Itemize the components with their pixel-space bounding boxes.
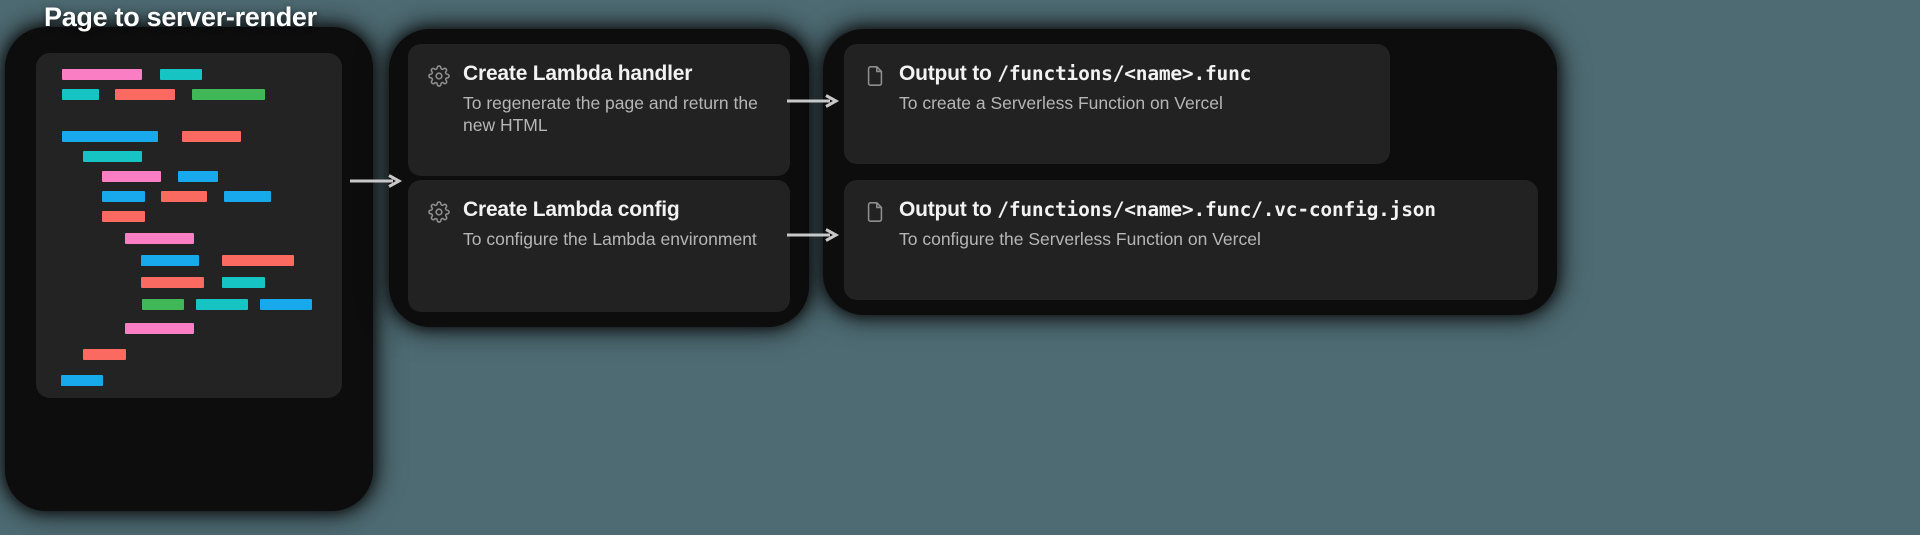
card-subtitle: To create a Serverless Function on Verce… (899, 92, 1223, 113)
card-body: Create Lambda handler To regenerate the … (463, 62, 770, 136)
code-token (178, 171, 218, 182)
gear-icon (428, 201, 450, 223)
code-line (61, 375, 108, 386)
code-token (161, 191, 207, 202)
code-line (102, 191, 276, 202)
code-token (182, 131, 241, 142)
code-token (224, 191, 271, 202)
card-title: Output to /functions/<name>.func/.vc-con… (899, 198, 1518, 223)
code-line (141, 277, 270, 288)
code-token (102, 211, 145, 222)
arrow-handler-to-output (786, 94, 842, 108)
code-line (125, 233, 199, 244)
card-output-functions-func[interactable]: Output to /functions/<name>.func To crea… (844, 44, 1390, 164)
code-token (102, 171, 161, 182)
card-output-vc-config-json[interactable]: Output to /functions/<name>.func/.vc-con… (844, 180, 1538, 300)
arrow-config-to-output (786, 228, 842, 242)
code-token (196, 299, 248, 310)
card-subtitle: To configure the Lambda environment (463, 228, 757, 249)
card-title-prefix: Output to (899, 62, 998, 85)
card-create-lambda-handler[interactable]: Create Lambda handler To regenerate the … (408, 44, 790, 176)
code-token (142, 299, 184, 310)
code-token (125, 323, 194, 334)
code-line (102, 171, 223, 182)
card-body: Output to /functions/<name>.func/.vc-con… (899, 198, 1518, 250)
card-body: Create Lambda config To configure the La… (463, 198, 770, 250)
code-line (141, 255, 299, 266)
code-token (222, 255, 294, 266)
code-token (61, 375, 103, 386)
card-create-lambda-config[interactable]: Create Lambda config To configure the La… (408, 180, 790, 312)
page-title: Page to server-render (44, 2, 317, 32)
code-token (260, 299, 312, 310)
code-token (62, 69, 142, 80)
code-line (62, 69, 207, 80)
gear-icon (428, 65, 450, 87)
code-token (83, 349, 126, 360)
card-title: Create Lambda handler (463, 62, 693, 85)
code-token (83, 151, 142, 162)
file-icon (864, 65, 886, 87)
code-token (125, 233, 194, 244)
code-line (102, 211, 150, 222)
arrow-code-to-steps (349, 174, 405, 188)
code-token (62, 131, 158, 142)
card-title: Create Lambda config (463, 198, 680, 221)
page-source-code-panel (36, 53, 342, 398)
code-token (160, 69, 202, 80)
card-title-prefix: Output to (899, 198, 998, 221)
code-line (62, 89, 270, 100)
code-token (102, 191, 145, 202)
code-line (62, 131, 246, 142)
code-lines (36, 53, 342, 398)
code-token (141, 255, 199, 266)
code-token (115, 89, 175, 100)
card-title-path: /functions/<name>.func (997, 62, 1252, 85)
card-title-path: /functions/<name>.func/.vc-config.json (997, 198, 1436, 221)
card-title: Output to /functions/<name>.func (899, 62, 1370, 87)
code-token (222, 277, 265, 288)
code-line (83, 151, 147, 162)
card-subtitle: To configure the Serverless Function on … (899, 228, 1261, 249)
file-icon (864, 201, 886, 223)
code-line (125, 323, 199, 334)
code-token (141, 277, 204, 288)
code-line (142, 299, 317, 310)
code-token (62, 89, 99, 100)
code-token (192, 89, 265, 100)
card-subtitle: To regenerate the page and return the ne… (463, 92, 758, 135)
code-line (83, 349, 131, 360)
card-body: Output to /functions/<name>.func To crea… (899, 62, 1370, 114)
